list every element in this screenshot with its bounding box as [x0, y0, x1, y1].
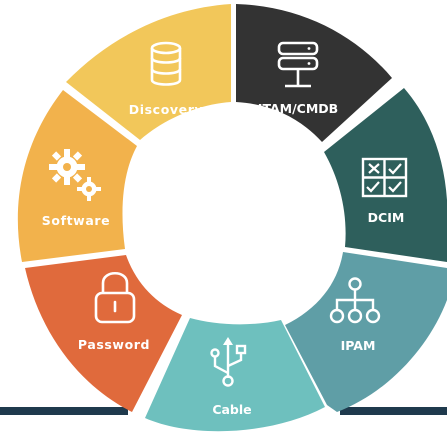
- segment-itam-cmdb-shape: [236, 4, 392, 142]
- segment-discovery-shape: [66, 4, 231, 140]
- checkbox-grid-icon: [361, 157, 408, 198]
- segment-cable-shape: [145, 318, 325, 432]
- segment-dcim-label: DCIM: [368, 210, 405, 225]
- segment-software-label: Software: [42, 213, 110, 228]
- segment-cable[interactable]: Cable: [145, 318, 325, 432]
- segment-ipam[interactable]: IPAM: [285, 252, 447, 412]
- segment-dcim[interactable]: DCIM: [324, 88, 447, 262]
- segment-password-shape: [25, 255, 182, 412]
- segment-software[interactable]: Software: [17, 90, 137, 262]
- network-hierarchy-icon: [329, 277, 381, 324]
- gears-icon: [49, 149, 101, 201]
- base-bar-right: [340, 407, 447, 415]
- padlock-icon: [94, 271, 136, 324]
- segment-itam-cmdb-label: ITAM/CMDB: [258, 101, 338, 116]
- segment-password-label: Password: [78, 337, 150, 352]
- segment-cable-label: Cable: [212, 402, 251, 417]
- usb-icon: [210, 337, 247, 387]
- segment-discovery[interactable]: Discovery: [66, 4, 231, 140]
- segment-password[interactable]: Password: [25, 255, 182, 412]
- segment-ipam-label: IPAM: [341, 338, 376, 353]
- segment-discovery-label: Discovery: [129, 102, 203, 117]
- segment-ipam-shape: [285, 252, 447, 412]
- segment-itam-cmdb[interactable]: ITAM/CMDB: [236, 4, 392, 142]
- server-stack-icon: [277, 41, 319, 88]
- database-icon: [150, 41, 182, 86]
- base-bar-left: [0, 407, 128, 415]
